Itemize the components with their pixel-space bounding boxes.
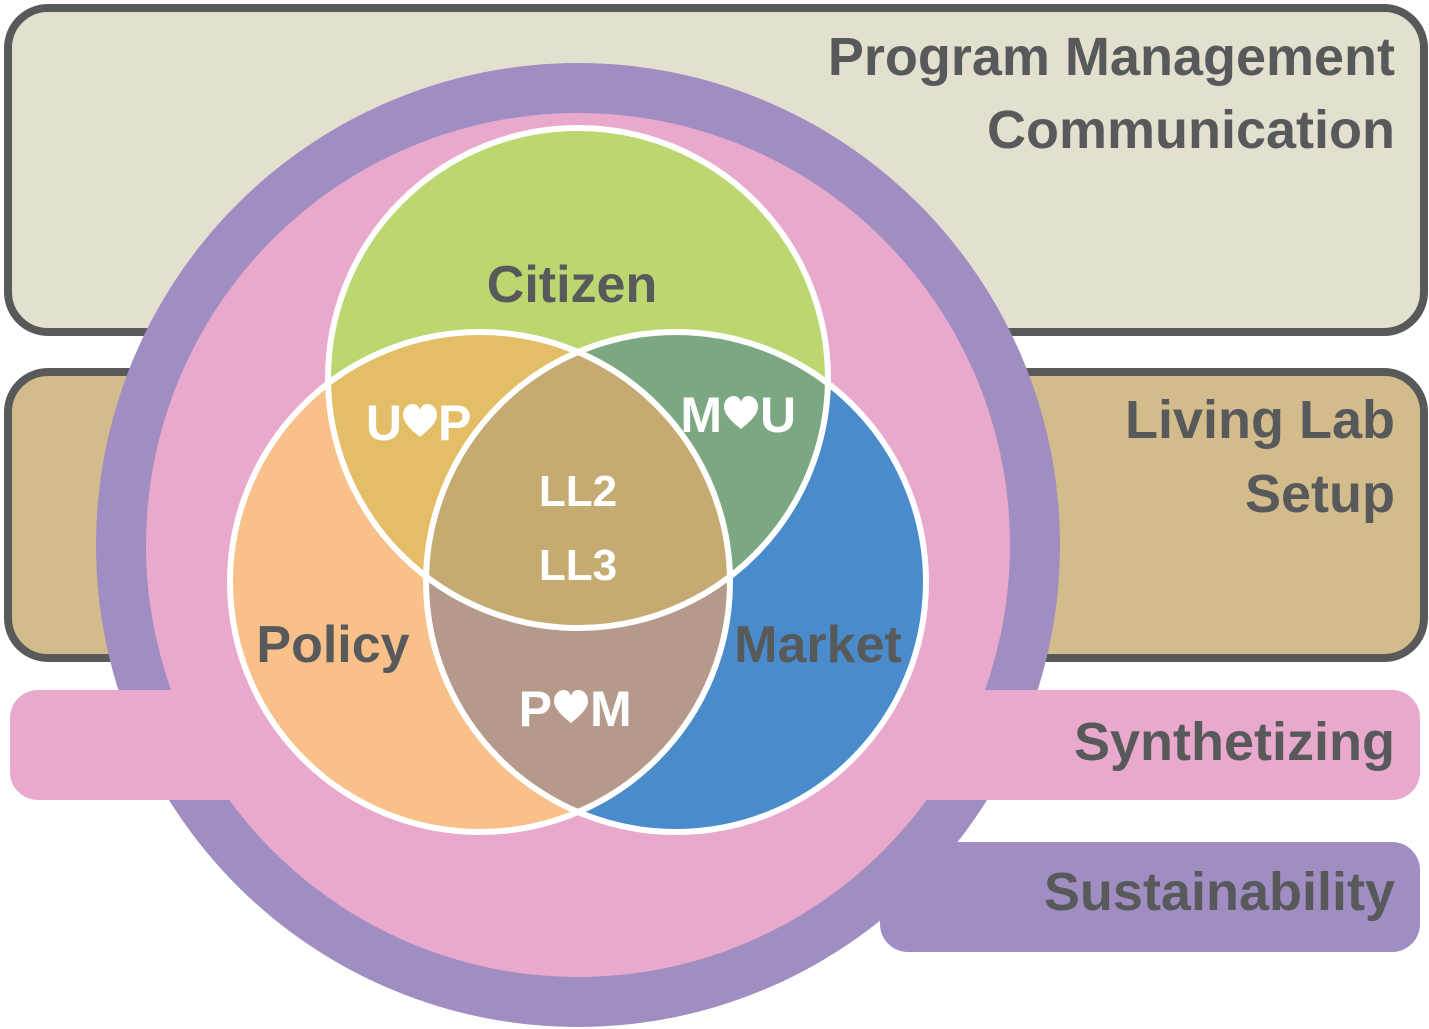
svg-text:P: P bbox=[519, 681, 552, 737]
center-overlap bbox=[426, 332, 730, 628]
citizen-policy-label: U P bbox=[366, 395, 471, 451]
heart-icon bbox=[554, 690, 588, 723]
svg-text:M: M bbox=[590, 681, 632, 737]
market-outline bbox=[423, 329, 929, 835]
living-lab-label: Living Lab bbox=[1125, 390, 1395, 450]
market-citizen-label: M U bbox=[680, 387, 796, 443]
policy-outline bbox=[227, 329, 733, 835]
heart-icon bbox=[403, 404, 437, 437]
market-label: Market bbox=[734, 616, 902, 674]
policy-label: Policy bbox=[256, 616, 409, 674]
citizen-label: Citizen bbox=[487, 256, 657, 314]
svg-text:P: P bbox=[438, 395, 471, 451]
setup-label: Setup bbox=[1245, 464, 1395, 524]
heart-icon bbox=[724, 396, 758, 429]
sustainability-label: Sustainability bbox=[1044, 862, 1395, 922]
communication-label: Communication bbox=[987, 100, 1395, 160]
policy-market-label: P M bbox=[519, 681, 632, 737]
program-management-label: Program Management bbox=[828, 27, 1395, 87]
citizen-outline bbox=[325, 125, 831, 631]
svg-text:M: M bbox=[680, 387, 722, 443]
svg-text:U: U bbox=[760, 387, 796, 443]
sustainability-tab bbox=[880, 842, 1420, 952]
svg-text:U: U bbox=[366, 395, 402, 451]
synthetizing-label: Synthetizing bbox=[1074, 712, 1395, 772]
center-label-line1: LL2 bbox=[539, 467, 617, 516]
center-label-line2: LL3 bbox=[539, 541, 617, 590]
